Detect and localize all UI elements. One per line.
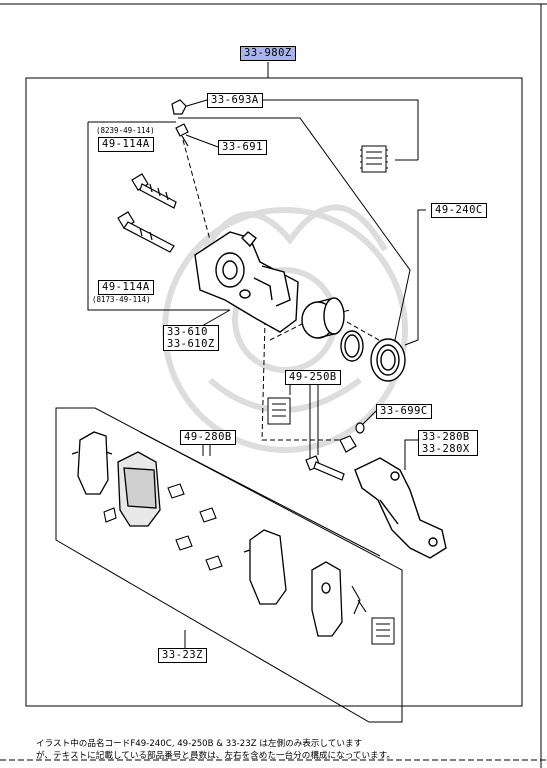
bleeder-screw: [175, 123, 189, 147]
part-label-33-280b-line1: 33-280B: [422, 431, 470, 443]
pad-clips: [103, 483, 223, 571]
slide-pin: [305, 455, 345, 481]
pad-kit-frame: [55, 407, 403, 723]
part-label-33-610[interactable]: 33-610 33-610Z: [163, 325, 219, 351]
part-label-49-114a-top[interactable]: 49-114A: [98, 137, 154, 152]
part-label-33-980z[interactable]: 33-980Z: [240, 46, 296, 61]
part-label-33-610-line1: 33-610: [167, 326, 208, 338]
part-label-49-280b[interactable]: 49-280B: [180, 430, 236, 445]
part-label-33-610-line2: 33-610Z: [167, 338, 215, 350]
part-code-top: (8239-49-114): [96, 126, 155, 135]
guide-pin-top: [131, 173, 177, 209]
grease-packet-icon-3: [371, 617, 395, 645]
main-frame: [25, 77, 523, 707]
footnote-line-2: が、テキストに記載している部品番号と員数は、左右を含めた一台分の構成になっていま…: [36, 751, 395, 761]
bleeder-cap: [171, 99, 187, 115]
grease-packet-icon-2: [267, 397, 291, 425]
bracket-114: [87, 122, 230, 311]
footnote-line-1: イラスト中の品名コードF49-240C, 49-250B & 33-23Z は左…: [36, 739, 363, 749]
pin-boot: [339, 422, 365, 453]
part-label-33-280b[interactable]: 33-280B 33-280X: [418, 430, 478, 456]
shims: [351, 585, 367, 615]
caliper-bracket: [354, 457, 447, 559]
part-label-33-280b-line2: 33-280X: [422, 443, 470, 455]
part-label-49-114a-bottom[interactable]: 49-114A: [98, 280, 154, 295]
part-label-49-250b[interactable]: 49-250B: [285, 370, 341, 385]
brake-pad-inner: [117, 451, 161, 527]
grease-packet-icon: [360, 145, 388, 173]
brake-pad-outer: [71, 431, 113, 495]
brake-pad-inner-right: [311, 561, 343, 637]
part-label-33-23z[interactable]: 33-23Z: [158, 648, 207, 663]
piston-seal: [340, 330, 364, 362]
part-label-33-699c[interactable]: 33-699C: [376, 404, 432, 419]
dust-boot: [370, 338, 406, 382]
part-label-49-240c[interactable]: 49-240C: [431, 203, 487, 218]
guide-pin-bottom: [117, 211, 175, 253]
part-label-33-693a[interactable]: 33-693A: [207, 93, 263, 108]
piston: [301, 297, 345, 339]
caliper-body: [194, 231, 299, 333]
brake-pad-outer-right: [243, 529, 287, 605]
part-label-33-691[interactable]: 33-691: [218, 140, 267, 155]
part-code-bottom: (8173-49-114): [92, 295, 151, 304]
